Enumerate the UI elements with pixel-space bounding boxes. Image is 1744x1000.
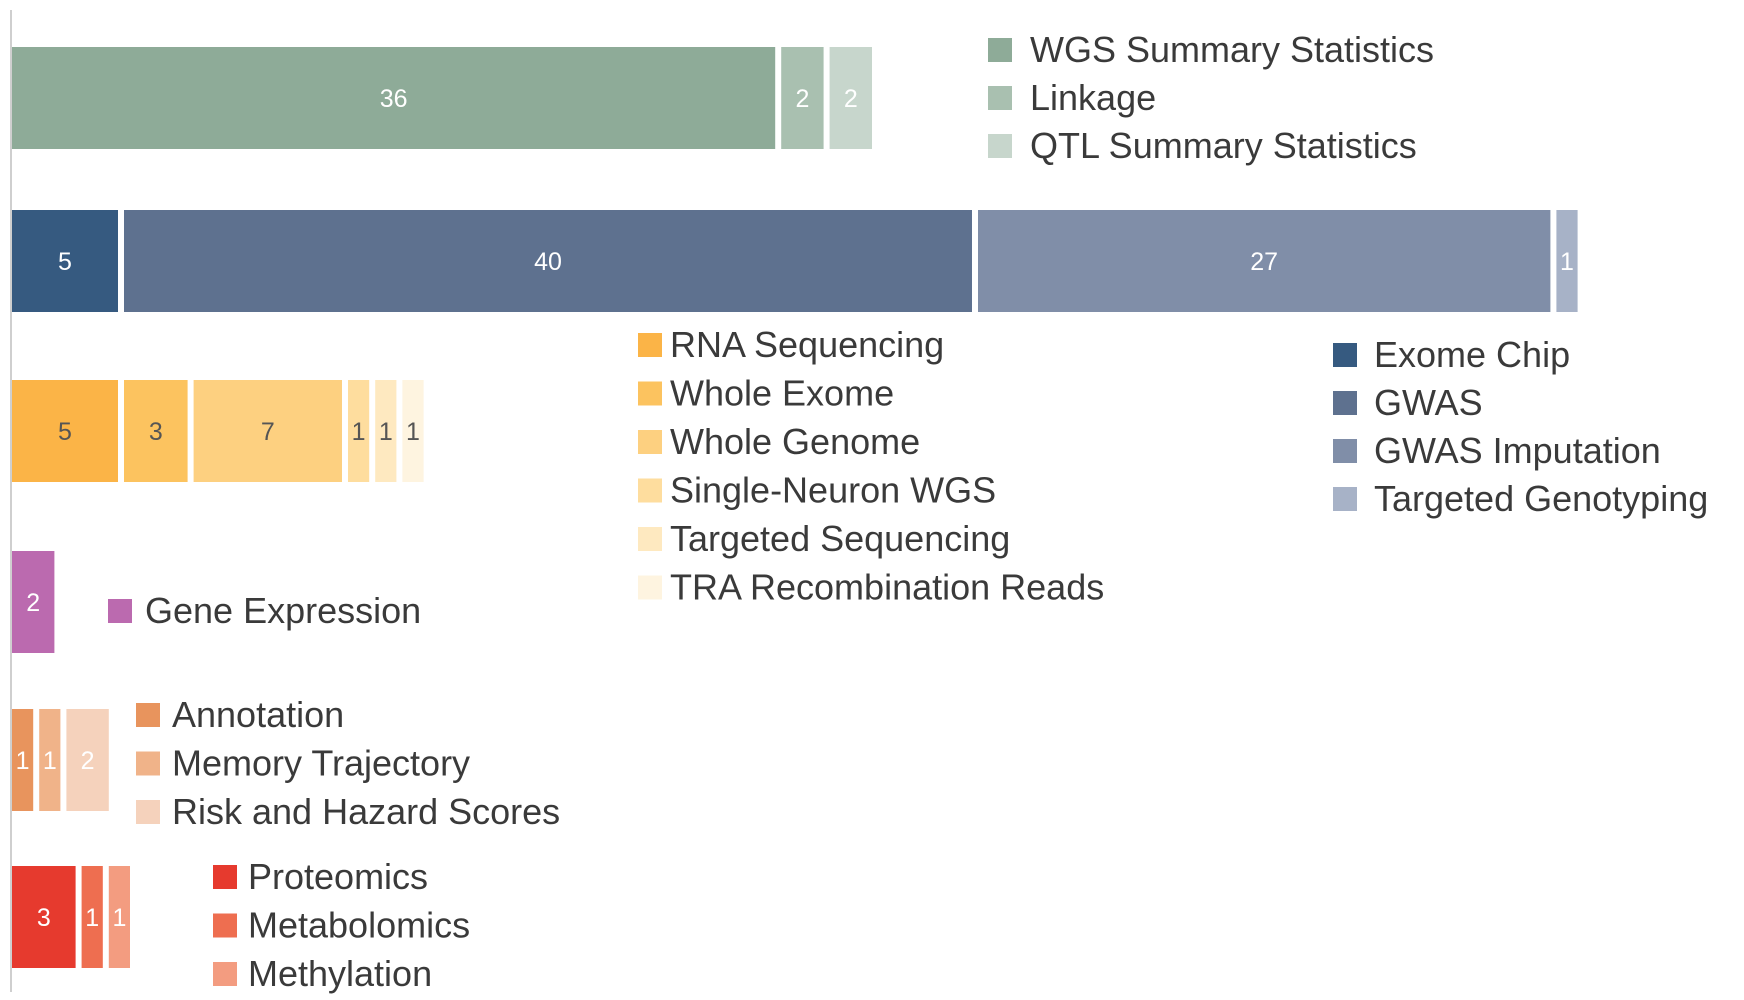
bar-value-label: 3 xyxy=(149,418,163,446)
legend-label: Whole Exome xyxy=(670,373,894,414)
bar-value-label: 2 xyxy=(844,85,858,113)
legend-label: RNA Sequencing xyxy=(670,324,944,365)
bar-segment xyxy=(978,210,1551,312)
bar-value-label: 27 xyxy=(1250,248,1278,276)
bar-value-label: 2 xyxy=(81,747,95,775)
bar-segment xyxy=(108,866,130,968)
legend-swatch xyxy=(136,800,160,824)
bar-segment xyxy=(12,47,776,149)
bar-value-label: 1 xyxy=(379,418,393,446)
bar-segment xyxy=(12,380,118,482)
legend-swatch xyxy=(638,333,662,357)
legend-swatch xyxy=(213,865,237,889)
legend-swatch xyxy=(988,38,1012,62)
legend-label: WGS Summary Statistics xyxy=(1030,29,1434,70)
legend-label: Memory Trajectory xyxy=(172,743,470,784)
legend-swatch xyxy=(213,962,237,986)
legend-swatch xyxy=(638,381,662,406)
legend-swatch xyxy=(1333,391,1357,415)
bar-value-label: 1 xyxy=(352,418,366,446)
legend-swatch xyxy=(1333,439,1357,463)
legend-swatch xyxy=(638,430,662,454)
bar-value-label: 5 xyxy=(58,418,72,446)
bar-value-label: 1 xyxy=(85,904,99,932)
bar-segment xyxy=(12,709,34,811)
bar-segment xyxy=(81,866,103,968)
bar-value-label: 40 xyxy=(534,248,562,276)
legend-label: Single-Neuron WGS xyxy=(670,470,996,511)
legend-label: GWAS xyxy=(1374,382,1483,423)
bar-segment xyxy=(402,380,424,482)
bar-value-label: 1 xyxy=(43,747,57,775)
legend-label: GWAS Imputation xyxy=(1374,430,1661,471)
legend-label: QTL Summary Statistics xyxy=(1030,125,1417,166)
legend-label: Metabolomics xyxy=(248,905,470,946)
bar-value-label: 7 xyxy=(261,418,275,446)
bar-value-label: 2 xyxy=(26,589,40,617)
bar-value-label: 1 xyxy=(406,418,420,446)
legend-label: Methylation xyxy=(248,953,432,994)
legend-label: Exome Chip xyxy=(1374,334,1570,375)
bar-segment xyxy=(12,551,55,653)
legend-label: Gene Expression xyxy=(145,590,421,631)
legend-label: TRA Recombination Reads xyxy=(670,567,1104,608)
bar-segment xyxy=(39,709,61,811)
bar-value-label: 1 xyxy=(16,747,30,775)
bar-segment xyxy=(124,210,972,312)
legend-swatch xyxy=(136,703,160,727)
legend-swatch xyxy=(988,134,1012,158)
bar-value-label: 5 xyxy=(58,248,72,276)
legend-label: Targeted Genotyping xyxy=(1374,478,1708,519)
bar-value-label: 2 xyxy=(795,85,809,113)
bar-segment xyxy=(12,210,118,312)
legend-swatch xyxy=(136,751,160,776)
legend-label: Risk and Hazard Scores xyxy=(172,791,560,832)
legend-swatch xyxy=(638,478,662,503)
legend-label: Annotation xyxy=(172,694,344,735)
legend-swatch xyxy=(988,86,1012,110)
bar-segment xyxy=(781,47,824,149)
bar-segment xyxy=(1556,210,1578,312)
legend-swatch xyxy=(638,575,662,600)
bar-segment xyxy=(375,380,397,482)
bar-value-label: 3 xyxy=(37,904,51,932)
bar-value-label: 1 xyxy=(112,904,126,932)
bar-segment xyxy=(12,866,76,968)
legend-label: Linkage xyxy=(1030,77,1156,118)
bar-segment xyxy=(66,709,109,811)
bar-segment xyxy=(193,380,342,482)
legend-swatch xyxy=(1333,343,1357,367)
legend-swatch xyxy=(1333,487,1357,511)
legend-swatch xyxy=(638,527,662,551)
bar-segment xyxy=(348,380,370,482)
legend-label: Proteomics xyxy=(248,856,428,897)
legend-label: Whole Genome xyxy=(670,421,920,462)
bar-value-label: 36 xyxy=(380,85,408,113)
bar-segment xyxy=(829,47,872,149)
legend-swatch xyxy=(213,913,237,938)
legend-label: Targeted Sequencing xyxy=(670,518,1010,559)
bar-segment xyxy=(124,380,188,482)
bar-value-label: 1 xyxy=(1560,248,1574,276)
legend-swatch xyxy=(108,599,132,623)
